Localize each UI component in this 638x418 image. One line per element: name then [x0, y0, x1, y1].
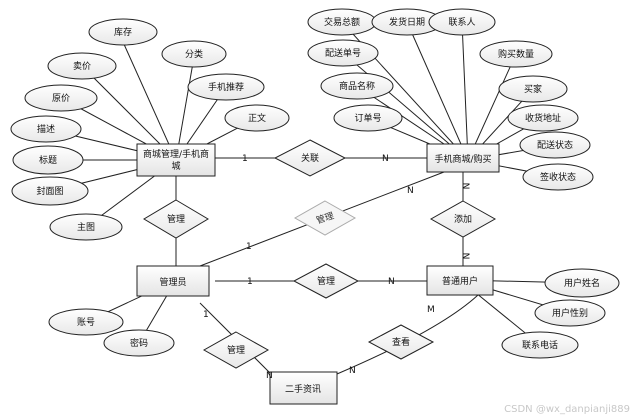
- attribute-label: 签收状态: [540, 171, 576, 183]
- card-add-bottom: N: [460, 253, 470, 260]
- attribute-mall-manage-1: 分类: [161, 40, 227, 68]
- card-assoc-right: N: [382, 154, 389, 164]
- card-add-top: N: [460, 183, 470, 190]
- attribute-mall-manage-9: 主图: [49, 213, 123, 241]
- attribute-mall-manage-5: 正文: [224, 104, 290, 132]
- entity-mall-manage-line2: 城: [171, 161, 180, 172]
- card-user-news: M: [427, 305, 435, 315]
- entity-news: 二手资讯: [269, 371, 338, 405]
- card-news-user: N: [349, 366, 356, 376]
- attribute-label: 联系人: [448, 17, 475, 28]
- attribute-mall-buy-6: 买家: [498, 75, 568, 103]
- relationship-add: 添加: [429, 200, 497, 238]
- attribute-mall-buy-2: 联系人: [428, 8, 496, 36]
- attribute-label: 商品名称: [339, 80, 375, 92]
- attribute-label: 配送状态: [537, 139, 573, 151]
- relationship-assoc-label: 关联: [301, 152, 319, 164]
- attribute-label: 卖价: [73, 61, 91, 72]
- attribute-label: 密码: [130, 337, 148, 349]
- relationship-view: 查看: [367, 324, 435, 360]
- attribute-label: 订单号: [354, 112, 381, 124]
- entity-user-label: 普通用户: [442, 275, 478, 287]
- attribute-label: 分类: [185, 48, 203, 60]
- card-news-admin: N: [266, 371, 273, 381]
- attribute-mall-buy-10: 签收状态: [522, 163, 594, 191]
- attribute-user-2: 联系电话: [501, 331, 579, 359]
- entity-admin-label: 管理员: [159, 276, 186, 288]
- attribute-mall-manage-8: 封面图: [11, 176, 89, 206]
- relationship-add-label: 添加: [454, 214, 472, 225]
- relationship-view-label: 查看: [392, 336, 410, 348]
- card-diag-buy: N: [407, 186, 414, 196]
- attribute-user-0: 用户姓名: [544, 268, 620, 298]
- attribute-label: 用户性别: [552, 307, 588, 319]
- relationship-manage-mid: 管理: [292, 263, 360, 299]
- attribute-label: 封面图: [36, 185, 63, 197]
- card-mid-admin: 1: [247, 277, 253, 287]
- attribute-label: 发货日期: [389, 16, 425, 28]
- attribute-mall-manage-0: 库存: [88, 18, 158, 46]
- attribute-admin-1: 密码: [103, 329, 175, 357]
- relationship-manage-top: 管理: [143, 199, 209, 239]
- card-assoc-left: 1: [242, 154, 248, 164]
- entity-mall-buy: 手机商城/购买: [426, 143, 500, 173]
- attribute-label: 用户姓名: [564, 277, 600, 289]
- relationship-manage-mid-label: 管理: [317, 275, 335, 287]
- relationship-assoc: 关联: [273, 139, 347, 177]
- attribute-mall-buy-0: 交易总额: [307, 8, 377, 36]
- attribute-mall-buy-4: 配送单号: [307, 39, 379, 67]
- attribute-mall-buy-9: 配送状态: [519, 131, 591, 159]
- attribute-label: 买家: [524, 83, 542, 95]
- attribute-label: 标题: [39, 154, 57, 166]
- attribute-label: 库存: [114, 26, 132, 38]
- attribute-layer: 库存分类卖价手机推荐原价正文描述标题封面图主图交易总额发货日期联系人购买数量配送…: [10, 8, 620, 359]
- attribute-label: 交易总额: [324, 16, 360, 28]
- card-mid-user: N: [388, 277, 395, 287]
- attribute-label: 联系电话: [522, 339, 558, 351]
- entity-mall-manage-line1: 商城管理/手机商: [143, 148, 209, 160]
- attribute-label: 手机推荐: [208, 81, 244, 93]
- attribute-mall-manage-3: 手机推荐: [187, 73, 265, 101]
- attribute-mall-manage-2: 卖价: [47, 52, 117, 80]
- attribute-mall-buy-3: 购买数量: [479, 40, 553, 68]
- attribute-user-1: 用户性别: [534, 299, 606, 327]
- relationship-manage-bottom-label: 管理: [227, 344, 245, 356]
- attribute-admin-0: 账号: [48, 308, 124, 336]
- relationship-manage-diag: 管理: [293, 200, 357, 236]
- attribute-label: 描述: [37, 123, 55, 135]
- attribute-label: 主图: [77, 221, 95, 233]
- attribute-mall-manage-4: 原价: [24, 84, 98, 112]
- watermark: CSDN @wx_danpianji889: [504, 404, 630, 415]
- attribute-label: 原价: [52, 93, 70, 104]
- attribute-label: 正文: [248, 112, 266, 124]
- attribute-mall-buy-7: 订单号: [333, 104, 403, 132]
- attribute-label: 收货地址: [525, 112, 561, 124]
- entity-admin: 管理员: [136, 265, 210, 297]
- card-diag-admin: 1: [246, 242, 252, 252]
- attribute-mall-manage-6: 描述: [10, 115, 82, 143]
- attribute-label: 购买数量: [498, 48, 534, 60]
- entity-news-label: 二手资讯: [285, 383, 321, 395]
- attribute-mall-buy-8: 收货地址: [507, 104, 579, 132]
- entity-user: 普通用户: [426, 265, 494, 296]
- entity-mall-buy-label: 手机商城/购买: [434, 153, 491, 165]
- attribute-mall-manage-7: 标题: [12, 145, 84, 175]
- relationship-manage-bottom: 管理: [202, 331, 270, 369]
- relationship-manage-top-label: 管理: [167, 213, 185, 225]
- attribute-label: 账号: [77, 317, 95, 328]
- attribute-mall-buy-5: 商品名称: [320, 72, 394, 100]
- card-admin-news: 1: [203, 310, 209, 320]
- attribute-label: 配送单号: [325, 47, 361, 59]
- entity-mall-manage: 商城管理/手机商 城: [136, 143, 216, 177]
